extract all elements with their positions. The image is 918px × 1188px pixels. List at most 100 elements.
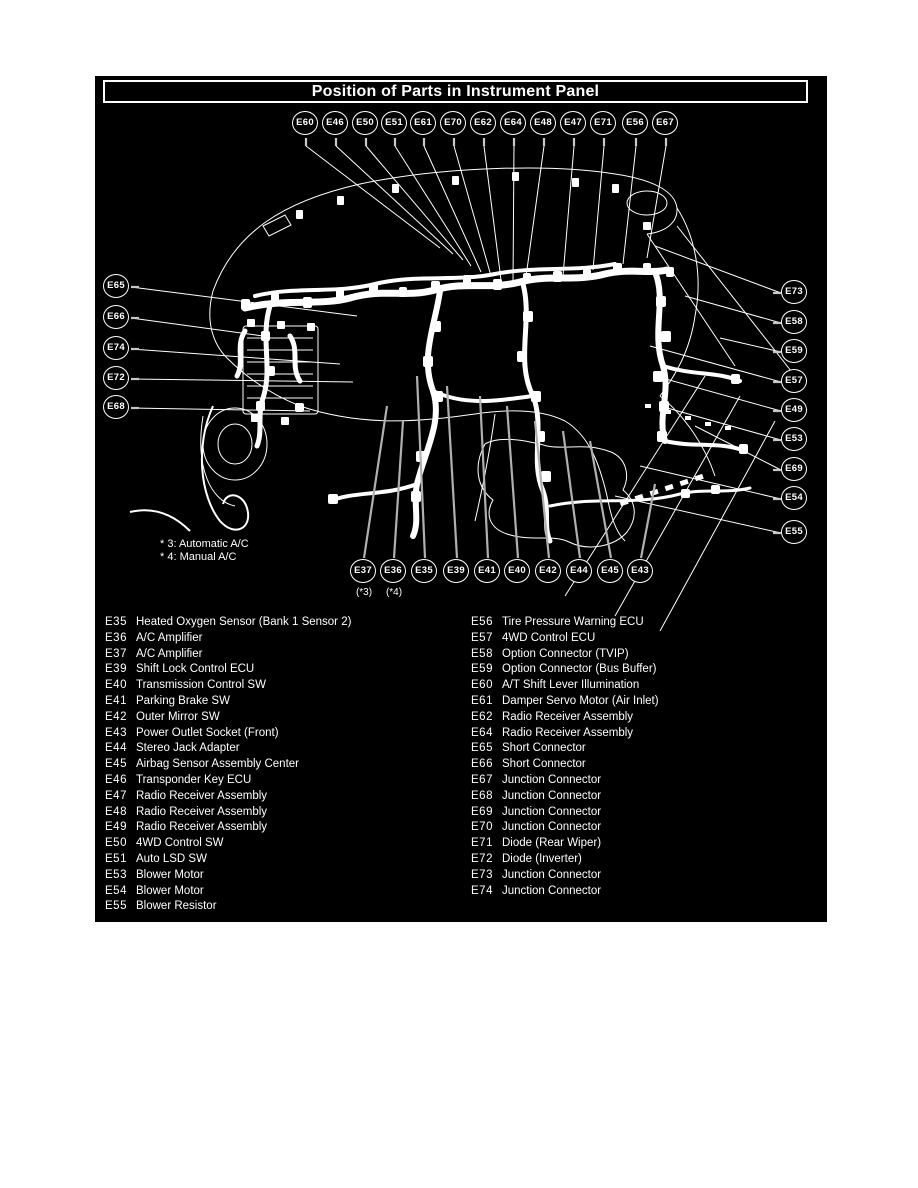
callout-e70: E70 <box>440 111 466 135</box>
callout-e56: E56 <box>622 111 648 135</box>
vacuum-tube <box>129 405 250 532</box>
legend-row: E64 Radio Receiver Assembly <box>471 727 659 743</box>
legend-desc: Blower Resistor <box>136 900 217 913</box>
callout-e49: E49 <box>781 398 807 422</box>
legend-desc: 4WD Control SW <box>136 837 224 850</box>
callout-e71: E71 <box>590 111 616 135</box>
callout-e57: E57 <box>781 369 807 393</box>
callout-e43: E43 <box>627 559 653 583</box>
legend-desc: Short Connector <box>502 758 586 771</box>
legend-desc: Junction Connector <box>502 821 602 834</box>
legend-code: E44 <box>105 742 127 755</box>
legend-code: E64 <box>471 726 493 739</box>
callout-e68: E68 <box>103 395 129 419</box>
legend-code: E67 <box>471 773 493 786</box>
legend-desc: Transponder Key ECU <box>136 773 252 786</box>
legend-code: E61 <box>471 694 493 707</box>
legend-desc: Parking Brake SW <box>136 694 230 707</box>
legend-desc: Heated Oxygen Sensor (Bank 1 Sensor 2) <box>136 616 352 628</box>
footnote-manual-ac: * 4: Manual A/C <box>160 551 237 563</box>
harness-artwork <box>129 138 796 632</box>
legend-desc: Option Connector (Bus Buffer) <box>502 663 657 676</box>
callout-e42: E42 <box>535 559 561 583</box>
legend-code: E58 <box>471 647 493 660</box>
dashboard-outline <box>200 167 796 632</box>
legend-desc: Damper Servo Motor (Air Inlet) <box>502 694 659 707</box>
legend-desc: Radio Receiver Assembly <box>136 789 268 802</box>
legend-code: E39 <box>105 663 127 676</box>
legend-code: E48 <box>105 805 127 818</box>
legend-desc: Transmission Control SW <box>136 679 266 692</box>
callout-e39: E39 <box>443 559 469 583</box>
wiring-harness <box>234 262 752 544</box>
legend-code: E53 <box>105 868 127 881</box>
legend-desc: Junction Connector <box>502 868 602 881</box>
legend-code: E43 <box>105 726 127 739</box>
callout-e47: E47 <box>560 111 586 135</box>
legend-desc: Blower Motor <box>136 868 204 881</box>
legend-desc: Stereo Jack Adapter <box>136 742 240 755</box>
callout-e62: E62 <box>470 111 496 135</box>
connector-blobs <box>241 172 748 507</box>
leader-lines-right <box>614 245 782 534</box>
callout-e44: E44 <box>566 559 592 583</box>
callout-e64: E64 <box>500 111 526 135</box>
callout-e60: E60 <box>292 111 318 135</box>
callout-e41: E41 <box>474 559 500 583</box>
callout-e73: E73 <box>781 280 807 304</box>
callout-e35: E35 <box>411 559 437 583</box>
callout-e37: E37 <box>350 559 376 583</box>
legend-desc: Radio Receiver Assembly <box>502 710 634 723</box>
legend-row: E61 Damper Servo Motor (Air Inlet) <box>471 695 659 711</box>
legend-desc: Junction Connector <box>502 805 602 818</box>
ac-footnote: * 3: Automatic A/C * 4: Manual A/C <box>160 538 249 564</box>
callout-stems <box>131 138 781 535</box>
footnote-automatic-ac: * 3: Automatic A/C <box>160 538 249 550</box>
legend-desc: Junction Connector <box>502 884 602 897</box>
callout-e67: E67 <box>652 111 678 135</box>
legend-desc: Radio Receiver Assembly <box>502 726 634 739</box>
legend-code: E51 <box>105 852 127 865</box>
callout-e48: E48 <box>530 111 556 135</box>
callout-e54: E54 <box>781 486 807 510</box>
callout-e74: E74 <box>103 336 129 360</box>
legend-desc: A/T Shift Lever Illumination <box>502 679 640 692</box>
footnote-marker-4: (*4) <box>385 587 403 598</box>
legend-code: E54 <box>105 884 127 897</box>
legend-code: E36 <box>105 631 127 644</box>
legend-code: E73 <box>471 868 493 881</box>
legend-desc: Blower Motor <box>136 884 204 897</box>
legend-desc: Diode (Rear Wiper) <box>502 837 602 850</box>
legend-code: E45 <box>105 758 127 771</box>
legend-code: E74 <box>471 884 493 897</box>
footnote-marker-3: (*3) <box>355 587 373 598</box>
callout-e66: E66 <box>103 305 129 329</box>
callout-e59: E59 <box>781 339 807 363</box>
callout-e61: E61 <box>410 111 436 135</box>
legend-desc: Airbag Sensor Assembly Center <box>136 758 299 771</box>
legend-desc: Short Connector <box>502 742 586 755</box>
